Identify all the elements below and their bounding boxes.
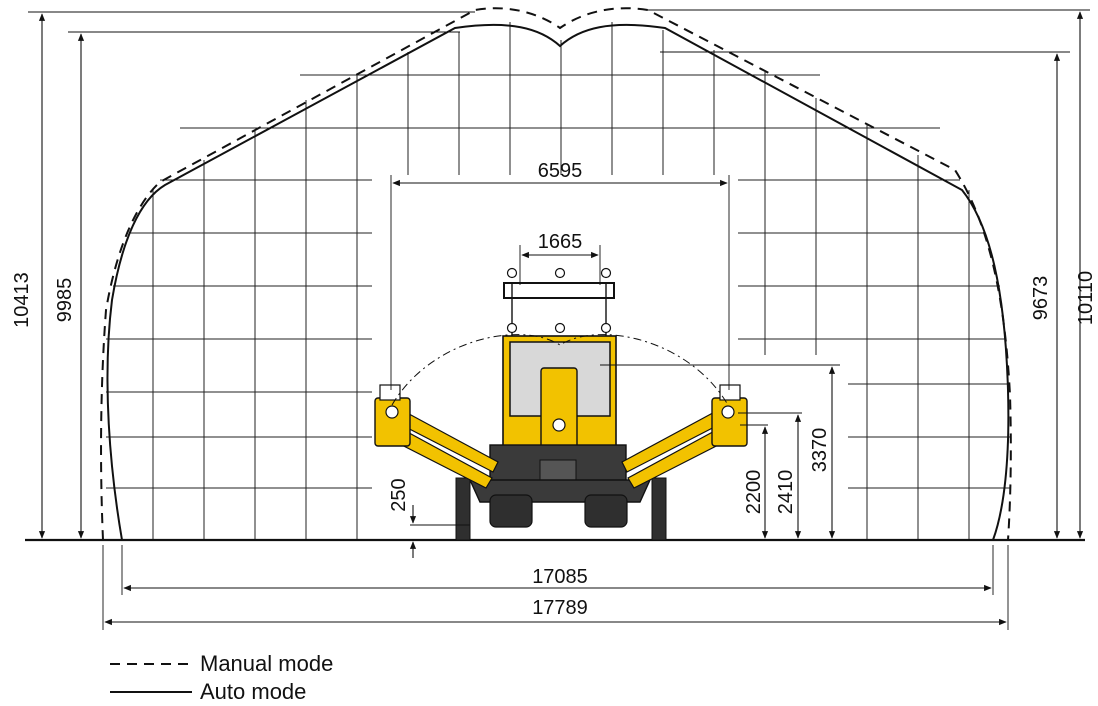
manual-mode-outline <box>100 7 1012 541</box>
legend-auto-label: Auto mode <box>200 679 306 704</box>
auto-mode-outline <box>106 23 1010 541</box>
dim-6595: 6595 <box>538 160 583 182</box>
legend: Manual mode Auto mode <box>110 651 333 704</box>
dim-250: 250 <box>388 478 410 511</box>
dim-10110: 10110 <box>1075 271 1097 325</box>
dim-9673: 9673 <box>1030 276 1052 321</box>
dim-3370: 3370 <box>809 428 831 473</box>
drill-rig <box>374 267 748 541</box>
dim-9985: 9985 <box>54 278 76 323</box>
dim-17789: 17789 <box>532 597 588 619</box>
coverage-grid <box>106 22 1010 540</box>
dim-1665: 1665 <box>538 231 583 253</box>
dim-17085: 17085 <box>532 566 588 588</box>
extension-lines <box>28 9 1090 630</box>
legend-manual-label: Manual mode <box>200 651 333 676</box>
dim-2200: 2200 <box>743 470 765 515</box>
dim-10413: 10413 <box>11 272 33 328</box>
dimension-lines <box>38 11 1084 626</box>
dim-2410: 2410 <box>775 470 797 515</box>
